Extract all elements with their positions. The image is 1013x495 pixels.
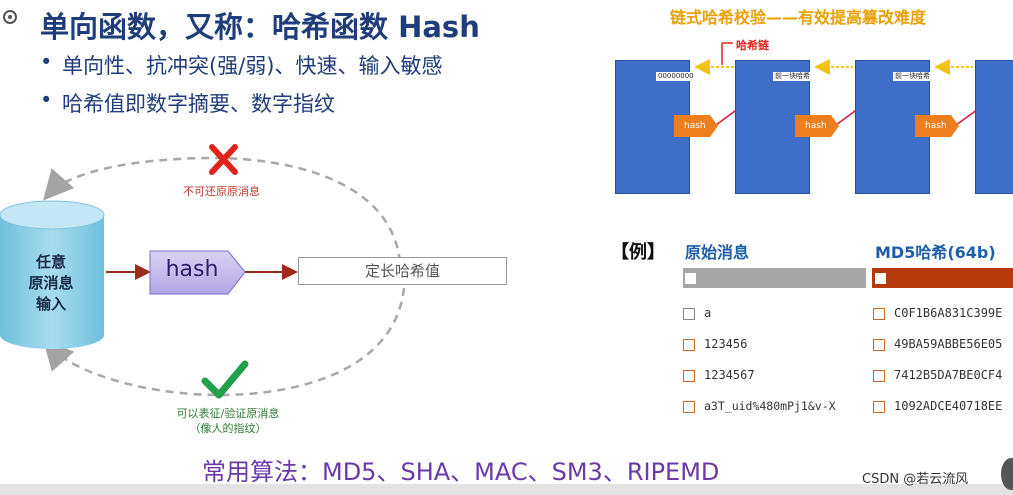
original-cell: 1234567 [704, 368, 755, 382]
original-cell: a3T_uid%480mPj1&v-X [704, 399, 836, 413]
column-original: 原始消息 [685, 243, 750, 262]
input-cylinder [0, 200, 105, 349]
logo-icon [3, 10, 17, 24]
md5-header-bar [872, 268, 1013, 288]
chain-block-2: 前一块哈希 [735, 60, 812, 194]
hash-label: hash [165, 257, 219, 282]
row-checkbox[interactable] [873, 308, 885, 320]
cycle-arc-bottom [42, 287, 406, 397]
block-prev-hash: 前一块哈希 [893, 72, 932, 81]
original-header-bar [683, 268, 866, 288]
row-checkbox[interactable] [873, 339, 885, 351]
md5-cell: C0F1B6A831C399E [894, 306, 1003, 320]
row-checkbox[interactable] [873, 401, 885, 413]
hash-chain-label: 哈希链 [736, 39, 769, 52]
fixed-hash-output: 定长哈希值 [298, 257, 507, 285]
column-md5: MD5哈希(64b) [875, 243, 996, 262]
hash-pill-label: hash [805, 121, 827, 131]
verify-caption: 可以表征/验证原消息 （像人的指纹） [176, 407, 280, 435]
input-label: 任意 原消息 输入 [28, 253, 74, 313]
chain-title: 链式哈希校验——有效提高篡改难度 [670, 8, 927, 27]
row-checkbox[interactable] [683, 370, 695, 382]
hash-pills [674, 115, 959, 137]
irreversible-caption: 不可还原原消息 [183, 185, 260, 198]
checkbox-icon [875, 273, 886, 284]
avatar [1001, 458, 1013, 490]
example-bracket: 【例】 [611, 242, 665, 263]
slide-title: 单向函数，又称：哈希函数 Hash [40, 10, 480, 44]
row-checkbox[interactable] [683, 339, 695, 351]
original-cell: 123456 [704, 337, 748, 351]
hash-pill-label: hash [925, 121, 947, 131]
bullet-properties: 单向性、抗冲突(强/弱)、快速、输入敏感 [40, 50, 442, 80]
csdn-watermark: CSDN @若云流风 [862, 472, 969, 487]
check-icon [201, 360, 249, 399]
md5-cell: 1092ADCE40718EE [894, 399, 1003, 413]
original-cell: a [704, 306, 712, 320]
checkbox-icon [685, 273, 696, 284]
md5-cell: 49BA59ABBE56E05 [894, 337, 1003, 351]
md5-cell: 7412B5DA7BE0CF4 [894, 368, 1003, 382]
row-checkbox[interactable] [683, 308, 695, 320]
block-prev-hash: 前一块哈希 [773, 72, 812, 81]
chain-block-4 [975, 60, 1013, 194]
bullet-digest: 哈希值即数字摘要、数字指纹 [40, 88, 335, 118]
block-prev-hash: 00000000 [656, 72, 696, 81]
cross-icon [209, 144, 238, 175]
algorithms-line: 常用算法：MD5、SHA、MAC、SM3、RIPEMD [202, 458, 720, 486]
hash-diagram [0, 144, 406, 399]
hash-block [149, 250, 246, 295]
hash-pill-label: hash [684, 121, 706, 131]
row-checkbox[interactable] [683, 401, 695, 413]
row-checkbox[interactable] [873, 370, 885, 382]
bottom-strip [0, 484, 1013, 495]
